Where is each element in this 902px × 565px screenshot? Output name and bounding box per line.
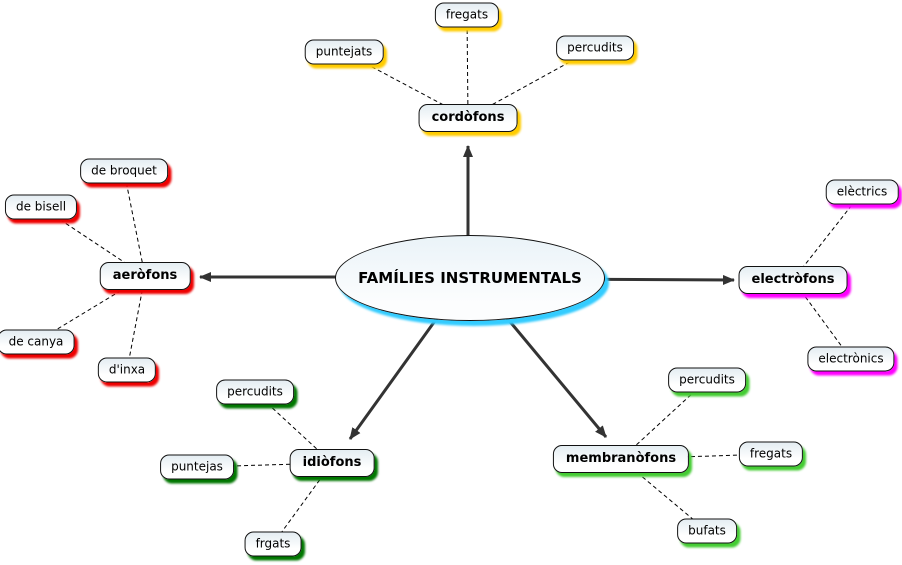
link-aerofons-dinxa xyxy=(126,275,146,371)
node-aerofons-de-canya[interactable]: de canya xyxy=(0,329,75,355)
node-electrofons-electronics[interactable]: electrònics xyxy=(807,346,895,372)
node-idiofons-frgats[interactable]: frgats xyxy=(244,531,302,557)
node-cordofons-puntejats[interactable]: puntejats xyxy=(304,39,384,65)
node-idiofons-puntejas[interactable]: puntejas xyxy=(160,454,234,480)
node-membranofons-percudits[interactable]: percudits xyxy=(668,367,746,393)
node-cordofons-percudits[interactable]: percudits xyxy=(556,35,634,61)
arrow-center-idiofons xyxy=(348,299,452,440)
family-node-membranofons[interactable]: membranòfons xyxy=(552,445,690,473)
link-electrofons-electrics xyxy=(792,191,863,281)
center-node[interactable]: FAMÍLIES INSTRUMENTALS xyxy=(335,235,605,321)
node-membranofons-bufats[interactable]: bufats xyxy=(677,518,737,544)
family-node-electrofons[interactable]: electròfons xyxy=(738,266,848,294)
node-aerofons-de-bisell[interactable]: de bisell xyxy=(4,194,78,220)
family-node-cordofons[interactable]: cordòfons xyxy=(418,104,518,132)
arrow-center-membranofons xyxy=(490,299,608,438)
node-aerofons-de-broquet[interactable]: de broquet xyxy=(80,158,168,184)
node-membranofons-fregats[interactable]: fregats xyxy=(738,441,804,467)
node-idiofons-percudits[interactable]: percudits xyxy=(216,379,294,405)
link-cordofons-fregats xyxy=(466,14,469,119)
family-node-idiofons[interactable]: idiòfons xyxy=(289,449,375,477)
node-electrofons-electrics[interactable]: elèctrics xyxy=(825,179,899,205)
link-membranofons-percudits xyxy=(620,379,708,460)
family-node-aerofons[interactable]: aeròfons xyxy=(99,262,191,290)
node-cordofons-fregats[interactable]: fregats xyxy=(434,2,500,28)
node-aerofons-dinxa[interactable]: d'inxa xyxy=(97,357,157,383)
link-aerofons-de-broquet xyxy=(123,170,146,277)
